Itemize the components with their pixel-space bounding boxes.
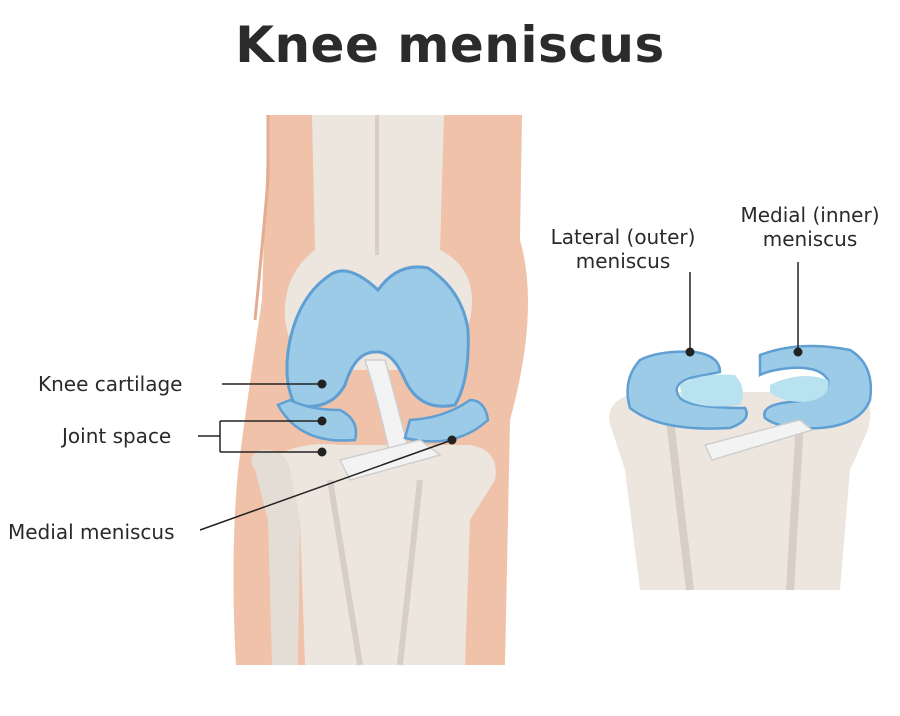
label-joint-space: Joint space: [62, 424, 172, 448]
label-medial-meniscus: Medial meniscus: [8, 520, 175, 544]
front-knee-view: [198, 115, 528, 666]
patellar-ligament: [338, 439, 442, 481]
plateau-view: [609, 262, 873, 591]
label-lateral-line2: meniscus: [575, 249, 671, 273]
label-medial-inner-meniscus: Medial (inner) meniscus: [725, 203, 895, 251]
tibia-bone: [268, 444, 496, 665]
label-knee-cartilage: Knee cartilage: [38, 372, 183, 396]
lateral-meniscus-shape: [626, 350, 748, 430]
label-lateral-line1: Lateral (outer): [550, 225, 696, 249]
label-medial-inner-line1: Medial (inner): [740, 203, 880, 227]
knee-cartilage-shape: [285, 265, 470, 408]
page-title: Knee meniscus: [235, 16, 665, 74]
label-medial-inner-line2: meniscus: [762, 227, 858, 251]
fibula-bone: [251, 449, 300, 665]
plateau-ligament: [703, 419, 814, 461]
medial-meniscus-shape: [758, 344, 873, 430]
label-lateral-meniscus: Lateral (outer) meniscus: [538, 225, 708, 273]
